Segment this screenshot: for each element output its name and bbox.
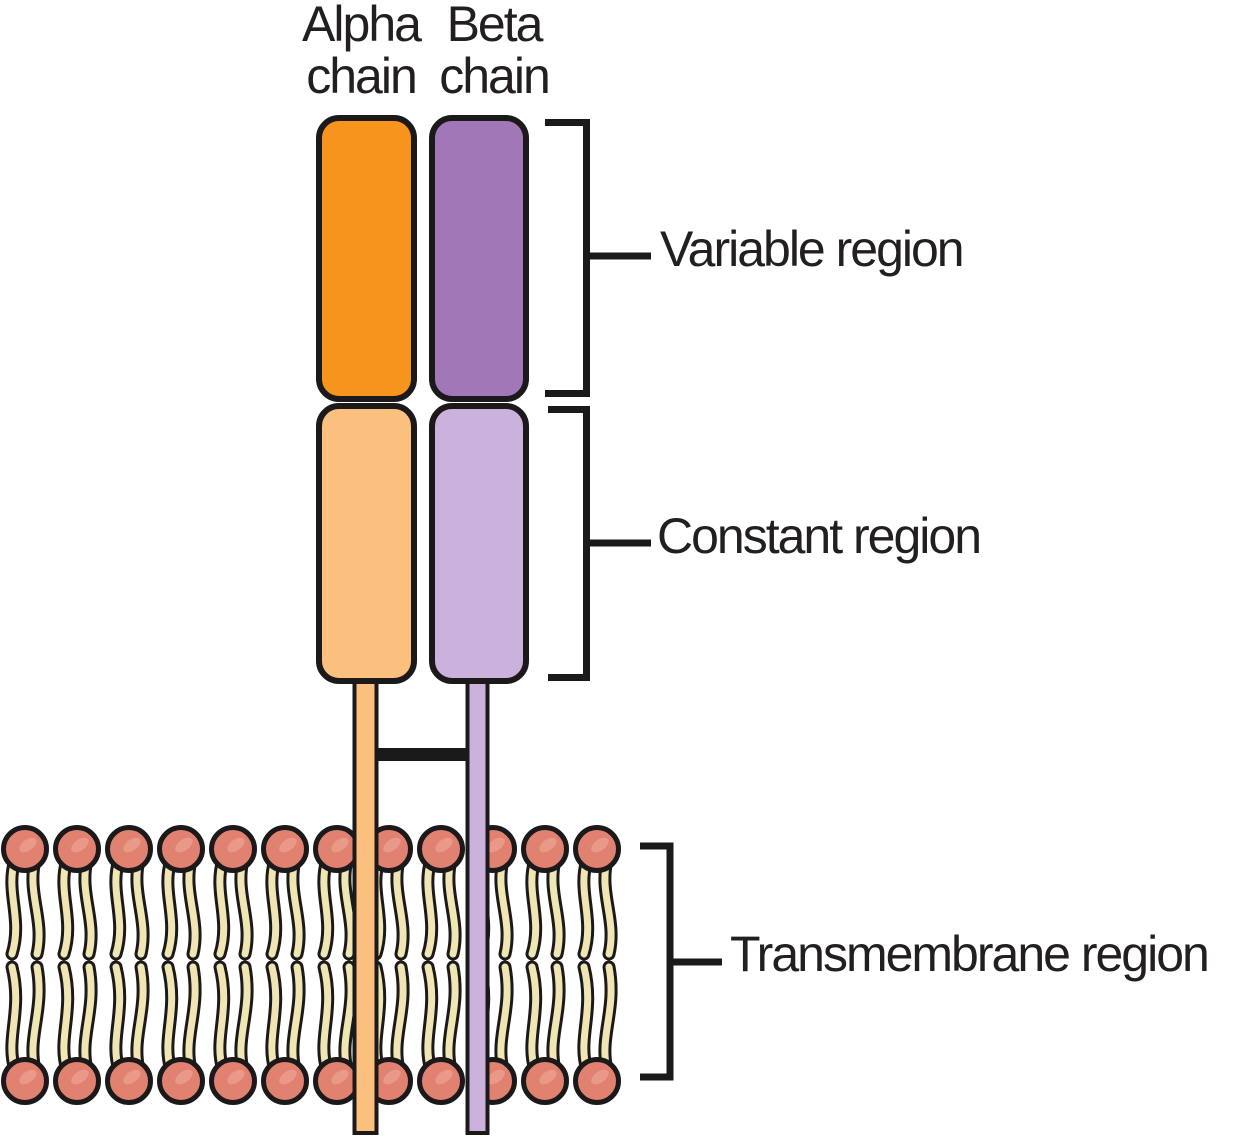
- transmembrane-region-label: Transmembrane region: [730, 926, 1210, 982]
- lipid: [313, 960, 361, 1105]
- beta-chain-label: Beta chain: [439, 0, 551, 104]
- alpha-chain-stem: [352, 679, 379, 1135]
- lipid: [53, 825, 101, 961]
- constant-region-label: Constant region: [657, 508, 982, 564]
- lipid: [1, 960, 49, 1105]
- variable-region-bracket-icon: [545, 119, 651, 397]
- lipid: [261, 825, 309, 961]
- lipid: [105, 960, 153, 1105]
- beta-constant-domain: [429, 403, 529, 684]
- lipid: [157, 960, 205, 1105]
- constant-region-bracket-icon: [548, 406, 651, 681]
- alpha-constant-domain: [316, 403, 417, 684]
- lipid: [1, 825, 49, 961]
- lipid: [209, 960, 257, 1105]
- lipid: [157, 825, 205, 961]
- lipid: [105, 825, 153, 961]
- lipid: [521, 825, 569, 961]
- transmembrane-region-bracket-icon: [640, 842, 722, 1081]
- lipid: [521, 960, 569, 1105]
- alpha-variable-domain: [316, 115, 417, 402]
- lipid: [573, 825, 621, 961]
- beta-chain-stem: [465, 679, 490, 1135]
- lipid: [209, 825, 257, 961]
- lipid-bilayer-top-leaflet: [1, 825, 621, 961]
- lipid-bilayer-bottom-leaflet: [1, 960, 621, 1105]
- lipid: [417, 825, 465, 961]
- alpha-chain-label: Alpha chain: [302, 0, 422, 104]
- lipid: [573, 960, 621, 1105]
- lipid: [417, 960, 465, 1105]
- lipid: [313, 825, 361, 961]
- disulfide-bond-icon: [376, 748, 467, 761]
- variable-region-label: Variable region: [660, 221, 965, 277]
- lipid: [261, 960, 309, 1105]
- lipid: [53, 960, 101, 1105]
- beta-variable-domain: [429, 115, 529, 402]
